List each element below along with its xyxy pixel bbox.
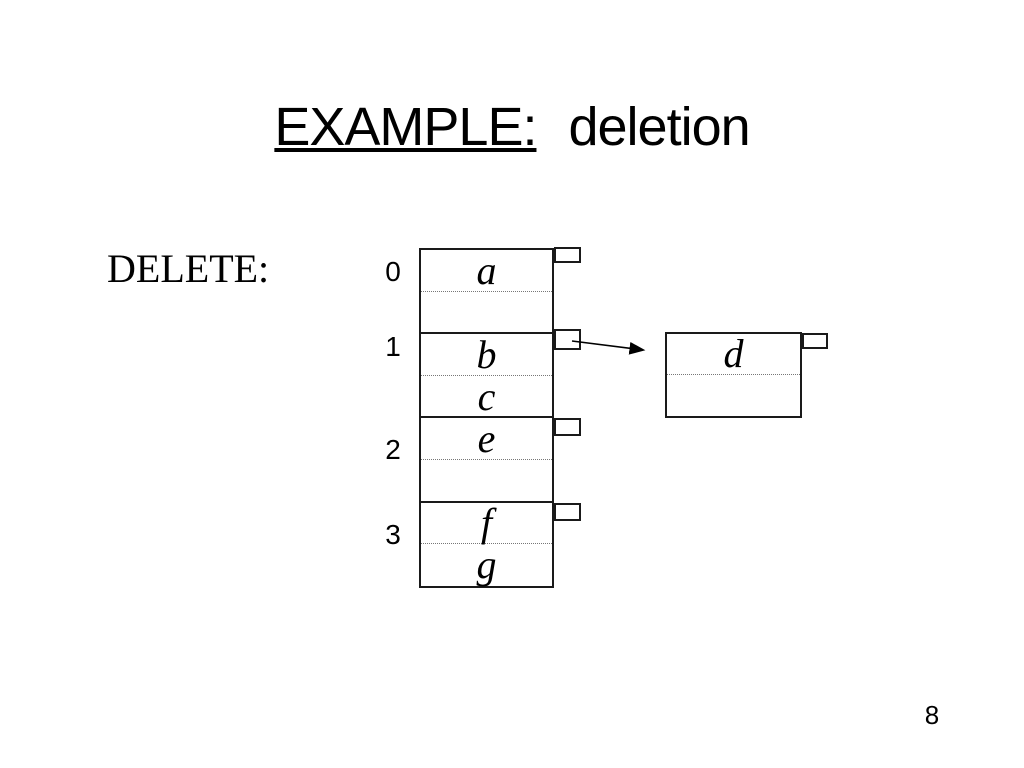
bucket-divider xyxy=(421,332,552,334)
bucket-1-slot-2: c xyxy=(477,374,496,419)
overflow-node: d xyxy=(665,332,828,418)
hash-table: a b c e f g xyxy=(419,247,581,588)
bucket-index-2: 2 xyxy=(385,434,401,465)
bucket-2-slot-1: e xyxy=(421,418,552,460)
bucket-0-pointer-tab xyxy=(554,247,581,263)
bucket-divider xyxy=(421,501,552,503)
bucket-index-0: 0 xyxy=(385,256,401,287)
bucket-2-slot-2 xyxy=(421,460,552,502)
pointer-arrow xyxy=(571,340,646,355)
page-number: 8 xyxy=(924,700,940,730)
overflow-node-pointer-tab xyxy=(802,333,828,349)
bucket-index-3: 3 xyxy=(385,519,401,550)
bucket-2-pointer-tab xyxy=(554,418,581,436)
title-underlined-text: EXAMPLE: xyxy=(274,97,537,157)
bucket-3-pointer-tab xyxy=(554,503,581,521)
bucket-divider xyxy=(421,416,552,418)
bucket-index-1: 1 xyxy=(385,331,401,362)
bucket-0: a xyxy=(421,250,552,334)
overflow-node-slot-1: d xyxy=(667,334,800,375)
overflow-node-slot-2 xyxy=(667,375,800,416)
bucket-2: e xyxy=(421,418,552,502)
bucket-3: f g xyxy=(421,502,552,586)
bucket-3-slot-1: f xyxy=(421,502,552,544)
delete-label: DELETE: xyxy=(107,246,270,291)
bucket-0-slot-1: a xyxy=(421,250,552,292)
bucket-3-slot-2: g xyxy=(476,542,497,587)
bucket-1: b c xyxy=(421,334,552,418)
title-rest-text: deletion xyxy=(568,97,750,157)
bucket-0-slot-2 xyxy=(421,292,552,334)
slide-title: EXAMPLE: deletion xyxy=(0,100,1024,154)
bucket-1-pointer-tab xyxy=(554,329,581,350)
bucket-1-slot-1: b xyxy=(421,334,552,376)
